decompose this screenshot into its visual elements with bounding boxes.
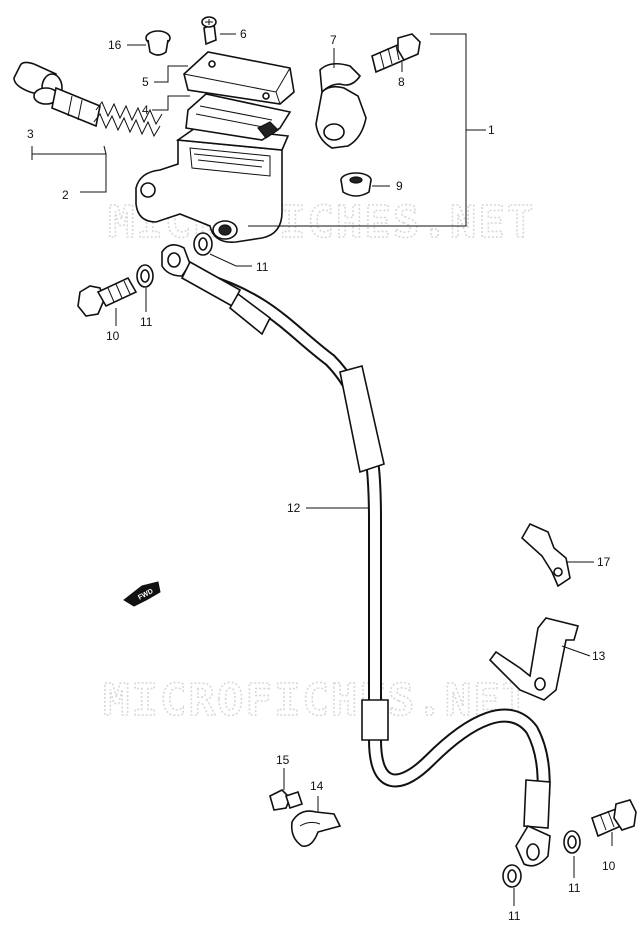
bolt-15 xyxy=(269,789,304,811)
callout-16: 16 xyxy=(108,38,122,52)
clamp-14 xyxy=(290,810,342,848)
callout-3: 3 xyxy=(27,127,34,141)
callout-2: 2 xyxy=(62,188,69,202)
washer-11-bottom-left xyxy=(502,864,522,888)
washer-11-top-right xyxy=(193,232,213,256)
callout-10-top: 10 xyxy=(106,329,120,343)
rubber-plug-16 xyxy=(145,30,171,56)
callout-13: 13 xyxy=(592,649,606,663)
callout-5: 5 xyxy=(142,75,149,89)
callout-11-top-left: 11 xyxy=(140,315,153,329)
clamp-holder-7 xyxy=(315,62,367,149)
cap-screw-6 xyxy=(201,16,217,46)
washer-11-top-left xyxy=(136,264,154,288)
callout-10-bottom: 10 xyxy=(602,859,616,873)
callout-6: 6 xyxy=(240,27,247,41)
reservoir-cap xyxy=(183,51,295,105)
callout-15: 15 xyxy=(276,753,290,767)
banjo-bolt-10-bottom xyxy=(590,799,637,838)
fwd-arrow: FWD xyxy=(123,581,161,607)
callout-8: 8 xyxy=(398,75,405,89)
banjo-bolt-10-top xyxy=(77,276,138,317)
bolt-8 xyxy=(371,33,421,74)
callout-1: 1 xyxy=(488,123,495,137)
leader-lines xyxy=(31,33,613,906)
callout-11-bottom-right: 11 xyxy=(568,881,581,895)
master-cylinder-body xyxy=(135,125,290,243)
bracket-13 xyxy=(488,617,579,701)
callout-11-bottom-left: 11 xyxy=(508,909,521,923)
callout-labels: 1 2 3 4 5 6 7 8 9 10 10 11 11 11 11 12 1… xyxy=(27,27,616,923)
callout-4: 4 xyxy=(142,103,149,117)
reservoir-diaphragm xyxy=(185,93,292,141)
callout-12: 12 xyxy=(287,501,301,515)
clamp-17 xyxy=(520,522,571,588)
callout-11-top-right: 11 xyxy=(256,260,269,274)
callout-14: 14 xyxy=(310,779,324,793)
brake-hose-12 xyxy=(161,244,551,867)
cap-nut-9 xyxy=(340,172,372,197)
callout-17: 17 xyxy=(597,555,611,569)
watermark-bottom: MICROFICHES.NET xyxy=(103,675,530,726)
callout-7: 7 xyxy=(330,33,337,47)
piston-assembly xyxy=(13,61,163,138)
washer-11-bottom-right xyxy=(563,830,581,854)
callout-9: 9 xyxy=(396,179,403,193)
